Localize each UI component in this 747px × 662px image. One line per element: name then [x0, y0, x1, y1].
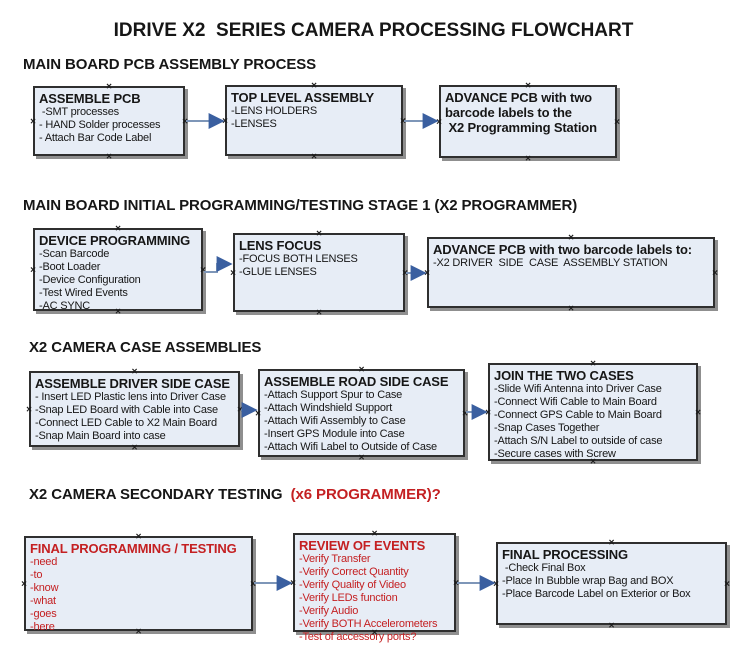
- flow-box-assemble-pcb[interactable]: ASSEMBLE PCB -SMT processes- HAND Solder…: [33, 86, 185, 156]
- box-item: -Verify BOTH Accelerometers: [299, 618, 438, 630]
- flow-box-final-programming-testing[interactable]: FINAL PROGRAMMING / TESTING-need-to-know…: [24, 536, 253, 633]
- box-item: -Slide Wifi Antenna into Driver Case: [494, 383, 662, 395]
- box-item: -Place Barcode Label on Exterior or Box: [502, 588, 691, 600]
- section-header-x2-camera-case-assemblies: X2 CAMERA CASE ASSEMBLIES: [29, 339, 261, 356]
- box-item: -Connect GPS Cable to Main Board: [494, 409, 662, 421]
- box-item: - Attach Bar Code Label: [39, 132, 152, 144]
- box-title: TOP LEVEL ASSEMBLY: [231, 90, 374, 105]
- box-item: -Check Final Box: [502, 562, 586, 574]
- box-title: FINAL PROGRAMMING / TESTING: [30, 541, 237, 556]
- box-item: -Secure cases with Screw: [494, 448, 616, 460]
- box-item: -Place In Bubble wrap Bag and BOX: [502, 575, 674, 587]
- flow-box-review-of-events[interactable]: REVIEW OF EVENTS-Verify Transfer-Verify …: [293, 533, 456, 643]
- flow-box-lens-focus[interactable]: LENS FOCUS-FOCUS BOTH LENSES-GLUE LENSES: [233, 233, 405, 312]
- section-header-main-board-pcb-assembly: MAIN BOARD PCB ASSEMBLY PROCESS: [23, 56, 316, 73]
- box-item: -Test Wired Events: [39, 287, 128, 299]
- box-item: -Connect LED Cable to X2 Main Board: [35, 417, 217, 429]
- box-item: -X2 DRIVER SIDE CASE ASSEMBLY STATION: [433, 257, 668, 269]
- box-item: -Boot Loader: [39, 261, 101, 273]
- box-title: ADVANCE PCB with two barcode labels to:: [433, 242, 692, 257]
- box-item: -Attach S/N Label to outside of case: [494, 435, 663, 447]
- box-item: -Attach Support Spur to Case: [264, 389, 403, 401]
- box-title: ASSEMBLE PCB: [39, 91, 141, 106]
- box-item: -LENS HOLDERS: [231, 105, 318, 117]
- box-item: -Verify LEDs function: [299, 592, 398, 604]
- box-item: -Verify Transfer: [299, 553, 371, 565]
- box-item: -Snap LED Board with Cable into Case: [35, 404, 218, 416]
- box-item: -what: [30, 595, 56, 607]
- flow-box-join-the-two-cases[interactable]: JOIN THE TWO CASES-Slide Wifi Antenna in…: [488, 363, 698, 461]
- box-item: - HAND Solder processes: [39, 119, 161, 131]
- section-header-text: X2 CAMERA SECONDARY TESTING: [29, 486, 283, 503]
- box-title: ASSEMBLE DRIVER SIDE CASE: [35, 376, 230, 391]
- section-header-suffix: (x6 PROGRAMMER)?: [282, 486, 441, 503]
- box-title: DEVICE PROGRAMMING: [39, 233, 191, 248]
- section-header-text: MAIN BOARD INITIAL PROGRAMMING/TESTING S…: [23, 197, 578, 214]
- box-item: -know: [30, 582, 59, 594]
- box-item: -AC SYNC: [39, 300, 90, 312]
- flow-box-device-programming[interactable]: DEVICE PROGRAMMING-Scan Barcode-Boot Loa…: [33, 228, 203, 312]
- flow-box-top-level-assembly[interactable]: TOP LEVEL ASSEMBLY-LENS HOLDERS-LENSES: [225, 85, 403, 156]
- box-item: -Snap Cases Together: [494, 422, 600, 434]
- flow-box-assemble-road-side-case[interactable]: ASSEMBLE ROAD SIDE CASE-Attach Support S…: [258, 369, 465, 457]
- flow-box-advance-pcb-to-programming-station[interactable]: ADVANCE PCB with two barcode labels to t…: [439, 85, 617, 158]
- connector-device-programming-to-lens-focus: [204, 256, 233, 273]
- box-item: -Verify Correct Quantity: [299, 566, 409, 578]
- box-title: REVIEW OF EVENTS: [299, 538, 426, 553]
- box-item: -SMT processes: [39, 106, 119, 118]
- box-title: ADVANCE PCB with two barcode labels to t…: [445, 90, 597, 135]
- box-item: -FOCUS BOTH LENSES: [239, 253, 358, 265]
- box-item: -LENSES: [231, 118, 277, 130]
- box-item: -Attach Windshield Support: [264, 402, 393, 414]
- box-title: ASSEMBLE ROAD SIDE CASE: [264, 374, 449, 389]
- box-item: - Insert LED Plastic lens into Driver Ca…: [35, 391, 226, 403]
- box-item: -Verify Quality of Video: [299, 579, 406, 591]
- box-item: -Verify Audio: [299, 605, 359, 617]
- flow-box-assemble-driver-side-case[interactable]: ASSEMBLE DRIVER SIDE CASE- Insert LED Pl…: [29, 371, 240, 447]
- page-title: IDRIVE X2 SERIES CAMERA PROCESSING FLOWC…: [113, 20, 634, 41]
- box-item: -to: [30, 569, 43, 581]
- box-item: -Test of accessory ports?: [299, 631, 417, 643]
- box-title: FINAL PROCESSING: [502, 547, 628, 562]
- box-item: -goes: [30, 608, 57, 620]
- section-header-text: X2 CAMERA CASE ASSEMBLIES: [29, 339, 262, 356]
- box-item: -GLUE LENSES: [239, 266, 317, 278]
- box-item: -need: [30, 556, 58, 568]
- box-item: -Attach Wifi Assembly to Case: [264, 415, 406, 427]
- box-item: -here: [30, 621, 55, 633]
- box-item: -Scan Barcode: [39, 248, 110, 260]
- box-title: JOIN THE TWO CASES: [494, 368, 634, 383]
- section-header-x2-camera-secondary-testing: X2 CAMERA SECONDARY TESTING (x6 PROGRAMM…: [29, 486, 441, 503]
- box-title: LENS FOCUS: [239, 238, 322, 253]
- box-item: -Snap Main Board into case: [35, 430, 166, 442]
- box-item: -Insert GPS Module into Case: [264, 428, 405, 440]
- section-header-text: MAIN BOARD PCB ASSEMBLY PROCESS: [23, 56, 317, 73]
- box-item: -Attach Wifi Label to Outside of Case: [264, 441, 437, 453]
- box-item: -Connect Wifi Cable to Main Board: [494, 396, 657, 408]
- box-item: -Device Configuration: [39, 274, 141, 286]
- section-header-main-board-initial-programming: MAIN BOARD INITIAL PROGRAMMING/TESTING S…: [23, 197, 577, 214]
- flow-box-advance-pcb-to-case-assembly[interactable]: ADVANCE PCB with two barcode labels to:-…: [427, 237, 715, 308]
- flow-box-final-processing[interactable]: FINAL PROCESSING -Check Final Box-Place …: [496, 542, 727, 625]
